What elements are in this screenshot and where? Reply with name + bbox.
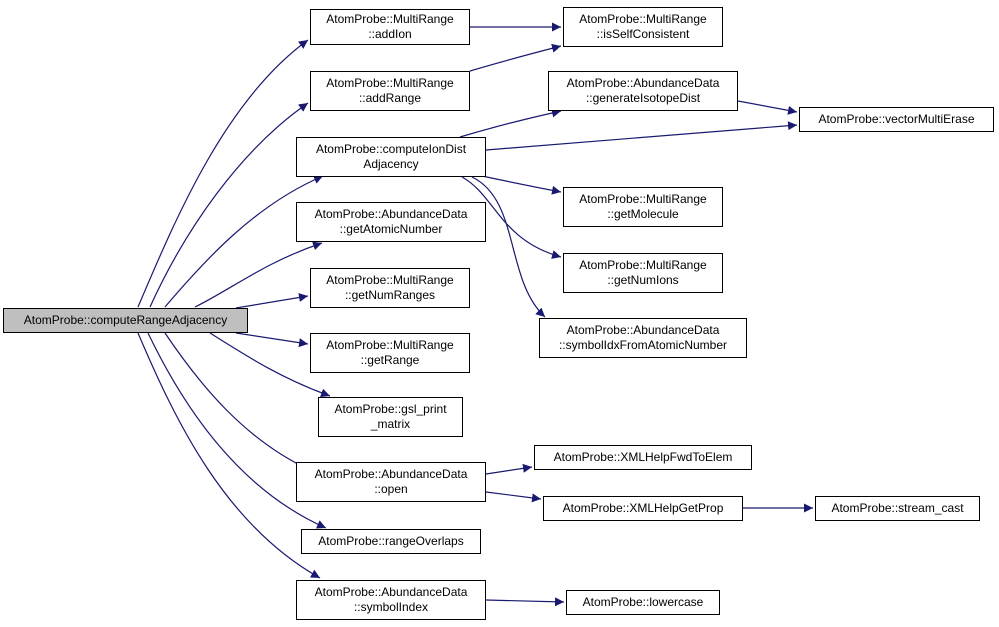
node-label: ::symbolIdxFromAtomicNumber [558,338,728,352]
edge-root-getrange [235,332,309,348]
edge-generateisotopedist-vectormultierase [737,100,798,115]
node-label: AtomProbe::AbundanceData [314,207,468,221]
edge-root-open [164,332,311,471]
node-label: AtomProbe::XMLHelpFwdToElem [553,450,733,464]
node-label: AtomProbe::MultiRange [326,273,454,287]
node-compute-ion-dist-adjacency[interactable]: AtomProbe::computeIonDist Adjacency [296,137,486,177]
edge-root-symbolindex [137,332,321,579]
node-label: AtomProbe::AbundanceData [314,467,468,481]
edge-root-computeiondist [164,175,324,308]
node-vector-multi-erase[interactable]: AtomProbe::vectorMultiErase [799,107,994,132]
node-label: AtomProbe::lowercase [582,595,704,609]
node-xml-help-fwd-to-elem[interactable]: AtomProbe::XMLHelpFwdToElem [534,445,752,470]
node-label: Adjacency [363,157,419,171]
node-abundancedata-symbolindex[interactable]: AtomProbe::AbundanceData ::symbolIndex [296,580,486,620]
node-label: AtomProbe::MultiRange [326,76,454,90]
edge-root-getatomicnumber [194,241,323,308]
node-label: AtomProbe::MultiRange [579,192,707,206]
edge-root-getnumranges [235,293,309,309]
node-label: ::getNumIons [607,273,679,287]
node-abundancedata-open[interactable]: AtomProbe::AbundanceData ::open [296,462,486,502]
node-label: AtomProbe::gsl_print [334,402,447,416]
node-label: ::open [374,482,408,496]
edge-open-xmlfwd [485,463,533,475]
node-gsl-print-matrix[interactable]: AtomProbe::gsl_print _matrix [318,397,463,437]
node-label: AtomProbe::stream_cast [831,501,964,515]
edge-computeiondist-symbolidx [471,176,546,318]
node-label: AtomProbe::MultiRange [326,338,454,352]
node-label: ::getAtomicNumber [339,222,443,236]
edge-computeiondist-generateisotopedist [459,108,562,138]
node-label: _matrix [370,417,411,431]
node-label: AtomProbe::rangeOverlaps [318,534,464,548]
node-stream-cast[interactable]: AtomProbe::stream_cast [815,496,980,521]
edge-root-gslprint [209,332,331,398]
node-multirange-getrange[interactable]: AtomProbe::MultiRange ::getRange [310,333,470,373]
edge-computeiondist-getmolecule [481,175,562,195]
node-multirange-isselfconsistent[interactable]: AtomProbe::MultiRange ::isSelfConsistent [563,7,723,47]
node-label: ::addRange [358,91,422,105]
node-multirange-getmolecule[interactable]: AtomProbe::MultiRange ::getMolecule [563,187,723,227]
node-multirange-addion[interactable]: AtomProbe::MultiRange ::addIon [310,9,470,45]
node-multirange-getnumranges[interactable]: AtomProbe::MultiRange ::getNumRanges [310,268,470,308]
node-abundancedata-getatomicnumber[interactable]: AtomProbe::AbundanceData ::getAtomicNumb… [296,202,486,242]
edge-root-addion [137,39,309,308]
node-multirange-addrange[interactable]: AtomProbe::MultiRange ::addRange [310,71,470,111]
edge-symbolindex-lowercase [485,597,565,607]
node-label: AtomProbe::MultiRange [579,258,707,272]
node-label: AtomProbe::AbundanceData [566,323,720,337]
node-label: AtomProbe::XMLHelpGetProp [562,501,724,515]
edge-root-rangeoverlaps [147,332,327,529]
edge-open-xmlgetprop [485,491,542,503]
node-label: ::getRange [360,353,420,367]
node-label: AtomProbe::MultiRange [326,12,454,26]
edge-computeiondist-vectormultierase [485,121,798,151]
node-compute-range-adjacency: AtomProbe::computeRangeAdjacency [3,308,248,333]
node-label: AtomProbe::computeRangeAdjacency [23,313,228,327]
node-label: AtomProbe::MultiRange [579,12,707,26]
node-abundancedata-generateisotopedist[interactable]: AtomProbe::AbundanceData ::generateIsoto… [548,71,738,111]
node-label: AtomProbe::AbundanceData [566,76,720,90]
node-label: ::generateIsotopeDist [585,91,701,105]
node-label: AtomProbe::vectorMultiErase [818,112,975,126]
node-lowercase[interactable]: AtomProbe::lowercase [566,590,720,615]
node-xml-help-get-prop[interactable]: AtomProbe::XMLHelpGetProp [543,496,743,521]
edge-computeiondist-getnumions [461,176,562,259]
edge-root-addrange [149,102,309,308]
node-label: ::getMolecule [607,207,679,221]
node-label: ::isSelfConsistent [596,27,690,41]
node-label: ::addIon [368,27,412,41]
node-label: ::symbolIndex [353,600,429,614]
edge-addrange-isselfconsistent [469,43,562,72]
node-label: AtomProbe::AbundanceData [314,585,468,599]
node-range-overlaps[interactable]: AtomProbe::rangeOverlaps [301,529,481,554]
node-label: ::getNumRanges [344,288,436,302]
node-multirange-getnumions[interactable]: AtomProbe::MultiRange ::getNumIons [563,253,723,293]
node-label: AtomProbe::computeIonDist [315,142,467,156]
node-abundancedata-symbolidxfromatomicnumber[interactable]: AtomProbe::AbundanceData ::symbolIdxFrom… [539,318,747,358]
